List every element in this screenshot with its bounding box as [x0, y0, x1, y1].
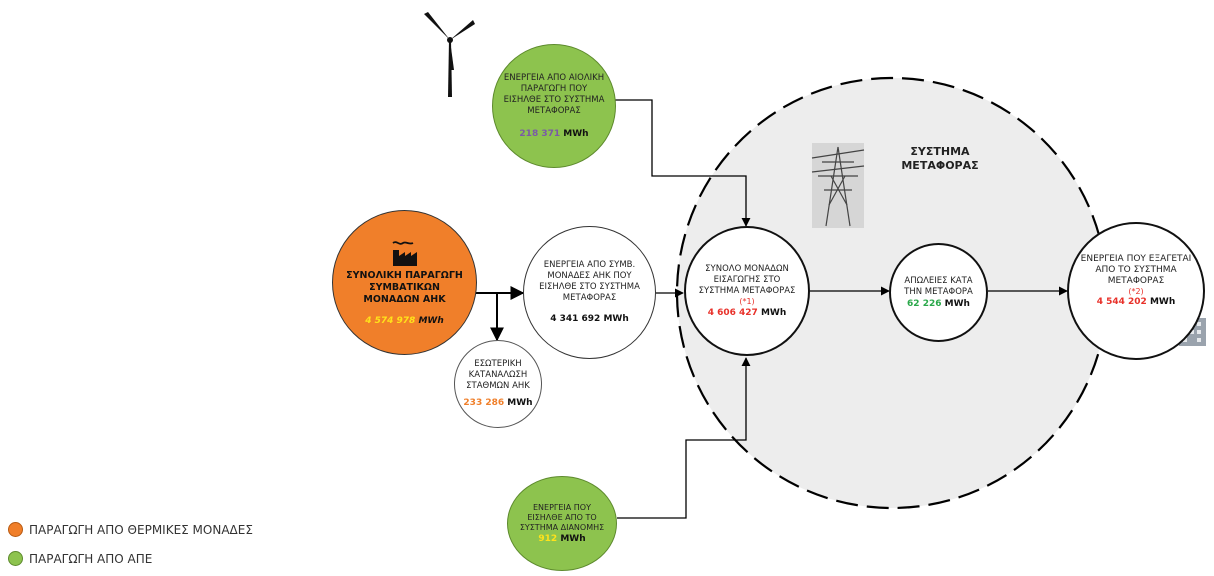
legend-item-res: ΠΑΡΑΓΩΓΗ ΑΠΟ ΑΠΕ [8, 551, 152, 566]
conventional-energy-unit: MWh [603, 314, 629, 324]
legend-label-res: ΠΑΡΑΓΩΓΗ ΑΠΟ ΑΠΕ [29, 551, 153, 566]
internal-consumption-value: 233 286 [463, 398, 505, 408]
internal-consumption-node: ΕΣΩΤΕΡΙΚΗ ΚΑΤΑΝΑΛΩΣΗ ΣΤΑΘΜΩΝ ΑΗΚ 233 286… [454, 340, 542, 428]
total-input-value: 4 606 427 [707, 307, 758, 318]
total-input-label: ΣΥΝΟΛΟ ΜΟΝΑΔΩΝ ΕΙΣΑΓΩΓΗΣ ΣΤΟ ΣΥΣΤΗΜΑ ΜΕΤ… [698, 263, 796, 296]
conventional-energy-value: 4 341 692 [550, 314, 601, 324]
distribution-energy-value: 912 [538, 533, 558, 544]
total-input-note: (*1) [739, 296, 755, 306]
internal-consumption-unit: MWh [507, 398, 533, 408]
transmission-losses-unit: MWh [944, 298, 970, 309]
exported-energy-value: 4 544 202 [1096, 297, 1147, 307]
distribution-energy-label: ΕΝΕΡΓΕΙΑ ΠΟΥ ΕΙΣΗΛΘΕ ΑΠΟ ΤΟ ΣΥΣΤΗΜΑ ΔΙΑΝ… [519, 502, 605, 532]
conventional-energy-label: ΕΝΕΡΓΕΙΑ ΑΠΟ ΣΥΜΒ. ΜΟΝΑΔΕΣ ΑΗΚ ΠΟΥ ΕΙΣΗΛ… [539, 260, 640, 303]
wind-energy-value: 218 371 [519, 128, 561, 139]
conventional-energy-node: ΕΝΕΡΓΕΙΑ ΑΠΟ ΣΥΜΒ. ΜΟΝΑΔΕΣ ΑΗΚ ΠΟΥ ΕΙΣΗΛ… [523, 226, 656, 359]
legend-swatch-res [8, 551, 23, 566]
transmission-losses-label: ΑΠΩΛΕΙΕΣ ΚΑΤΑ ΤΗΝ ΜΕΤΑΦΟΡΑ [904, 275, 973, 297]
thermal-production-node: ΣΥΝΟΛΙΚΗ ΠΑΡΑΓΩΓΗ ΣΥΜΒΑΤΙΚΩΝ ΜΟΝΑΔΩΝ ΑΗΚ… [332, 210, 477, 355]
wind-energy-node: ΕΝΕΡΓΕΙΑ ΑΠΟ ΑΙΟΛΙΚΗ ΠΑΡΑΓΩΓΗ ΠΟΥ ΕΙΣΗΛΘ… [492, 44, 616, 168]
legend-item-thermal: ΠΑΡΑΓΩΓΗ ΑΠΟ ΘΕΡΜΙΚΕΣ ΜΟΝΑΔΕΣ [8, 522, 253, 537]
transmission-system-title: ΣΥΣΤΗΜΑ ΜΕΤΑΦΟΡΑΣ [901, 145, 979, 172]
exported-energy-node: ΕΝΕΡΓΕΙΑ ΠΟΥ ΕΞΑΓΕΤΑΙ ΑΠΟ ΤΟ ΣΥΣΤΗΜΑ ΜΕΤ… [1067, 222, 1205, 360]
exported-energy-label: ΕΝΕΡΓΕΙΑ ΠΟΥ ΕΞΑΓΕΤΑΙ ΑΠΟ ΤΟ ΣΥΣΤΗΜΑ ΜΕΤ… [1080, 254, 1192, 286]
distribution-energy-node: ΕΝΕΡΓΕΙΑ ΠΟΥ ΕΙΣΗΛΘΕ ΑΠΟ ΤΟ ΣΥΣΤΗΜΑ ΔΙΑΝ… [507, 476, 617, 571]
thermal-production-value: 4 574 978 [365, 315, 416, 326]
power-pylon-icon [811, 143, 865, 228]
arrow-wind-to-total [615, 99, 751, 227]
total-input-node: ΣΥΝΟΛΟ ΜΟΝΑΔΩΝ ΕΙΣΑΓΩΓΗΣ ΣΤΟ ΣΥΣΤΗΜΑ ΜΕΤ… [684, 226, 810, 356]
factory-icon [391, 240, 417, 266]
wind-energy-unit: MWh [563, 128, 589, 139]
thermal-production-label: ΣΥΝΟΛΙΚΗ ΠΑΡΑΓΩΓΗ ΣΥΜΒΑΤΙΚΩΝ ΜΟΝΑΔΩΝ ΑΗΚ [346, 269, 463, 305]
legend-label-thermal: ΠΑΡΑΓΩΓΗ ΑΠΟ ΘΕΡΜΙΚΕΣ ΜΟΝΑΔΕΣ [29, 522, 253, 537]
legend-swatch-thermal [8, 522, 23, 537]
total-input-unit: MWh [760, 307, 787, 318]
exported-energy-unit: MWh [1149, 297, 1176, 307]
transmission-losses-node: ΑΠΩΛΕΙΕΣ ΚΑΤΑ ΤΗΝ ΜΕΤΑΦΟΡΑ 62 226 MWh [889, 243, 988, 342]
exported-energy-note: (*2) [1128, 287, 1144, 296]
thermal-production-unit: MWh [418, 315, 444, 326]
arrow-distribution-to-total [617, 357, 751, 519]
distribution-energy-unit: MWh [560, 533, 586, 544]
wind-turbine-icon [424, 12, 475, 97]
internal-consumption-label: ΕΣΩΤΕΡΙΚΗ ΚΑΤΑΝΑΛΩΣΗ ΣΤΑΘΜΩΝ ΑΗΚ [466, 359, 530, 391]
wind-energy-label: ΕΝΕΡΓΕΙΑ ΑΠΟ ΑΙΟΛΙΚΗ ΠΑΡΑΓΩΓΗ ΠΟΥ ΕΙΣΗΛΘ… [503, 72, 605, 116]
transmission-losses-value: 62 226 [907, 298, 942, 309]
